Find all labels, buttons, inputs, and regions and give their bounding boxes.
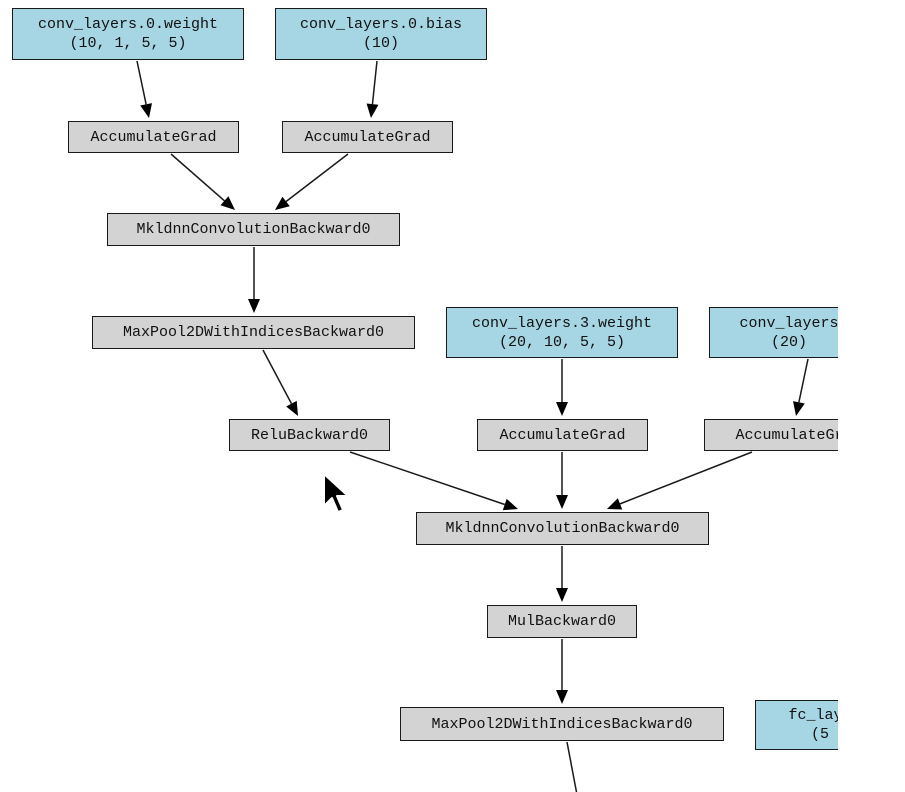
node-label-line: ReluBackward0 — [250, 426, 369, 444]
param-node-fc: fc_laye (5 — [755, 700, 838, 750]
edge-ag1-conv0 — [275, 153, 349, 210]
watermark — [760, 776, 900, 790]
edge-w0-ag0 — [136, 60, 152, 118]
op-node-relu0: ReluBackward0 — [229, 419, 390, 451]
graph-edges — [136, 60, 809, 792]
op-node-ag2: AccumulateGrad — [477, 419, 648, 451]
node-label-line: conv_layers — [739, 314, 838, 332]
arrowhead-icon — [556, 690, 568, 704]
param-node-b0: conv_layers.0.bias (10) — [275, 8, 487, 60]
node-label-line: MkldnnConvolutionBackward0 — [445, 520, 680, 537]
op-node-ag0: AccumulateGrad — [68, 121, 239, 153]
edge-b0-ag1 — [366, 60, 379, 118]
node-label-line: (20) — [770, 333, 807, 351]
edge-pool1-offscreen — [566, 741, 578, 792]
arrowhead-icon — [556, 402, 568, 416]
node-label-line: AccumulateGrad — [90, 128, 217, 146]
op-node-mul0: MulBackward0 — [487, 605, 637, 638]
node-label-line: conv_layers.0.weight — [37, 16, 219, 33]
arrowhead-icon — [556, 495, 568, 509]
op-node-pool0: MaxPool2DWithIndicesBackward0 — [92, 316, 415, 349]
op-node-pool1: MaxPool2DWithIndicesBackward0 — [400, 707, 724, 741]
node-label-line: AccumulateGrad — [304, 128, 431, 146]
autograd-graph: conv_layers.0.weight(10, 1, 5, 5)conv_la… — [12, 8, 838, 792]
arrowhead-icon — [140, 103, 152, 118]
edge-ag3-conv1 — [607, 451, 753, 510]
node-label-line: (20, 10, 5, 5) — [498, 333, 626, 351]
node-label-line: (10) — [362, 35, 399, 52]
arrowhead-icon — [502, 498, 518, 511]
edge-line — [170, 153, 225, 202]
arrowhead-icon — [286, 400, 298, 416]
edge-line — [349, 451, 505, 506]
edge-ag2-conv1 — [556, 452, 568, 509]
node-label-line: fc_laye — [788, 707, 838, 724]
edge-relu0-conv1 — [349, 451, 518, 511]
edge-conv0-pool0 — [248, 247, 260, 313]
edge-mul0-pool1 — [556, 639, 568, 704]
param-node-w3: conv_layers.3.weight(20, 10, 5, 5) — [446, 307, 678, 358]
node-label-line: MkldnnConvolutionBackward0 — [136, 221, 371, 238]
arrowhead-icon — [556, 588, 568, 602]
node-label-line: conv_layers.3.weight — [471, 314, 653, 332]
arrowhead-icon — [275, 196, 290, 210]
edge-pool0-relu0 — [262, 349, 298, 416]
node-label-line: MaxPool2DWithIndicesBackward0 — [122, 324, 385, 341]
edge-conv1-mul0 — [556, 546, 568, 602]
op-node-conv1: MkldnnConvolutionBackward0 — [416, 512, 709, 545]
mouse-cursor-icon — [322, 472, 350, 521]
arrowhead-icon — [220, 196, 235, 210]
node-label-line: (5 — [810, 726, 829, 743]
op-node-ag1: AccumulateGrad — [282, 121, 453, 153]
edge-line — [262, 349, 293, 404]
edge-line — [798, 358, 809, 403]
node-label-line: (10, 1, 5, 5) — [69, 35, 187, 52]
param-node-b3: conv_layers(20) — [709, 307, 838, 358]
edge-line — [285, 153, 349, 203]
arrowhead-icon — [248, 299, 260, 313]
node-label-line: MaxPool2DWithIndicesBackward0 — [431, 715, 693, 733]
edge-line — [136, 60, 147, 105]
arrowhead-icon — [607, 498, 623, 510]
edge-w3-ag2 — [556, 359, 568, 416]
node-label-line: AccumulateGr — [735, 426, 838, 444]
edge-line — [566, 741, 578, 792]
param-node-w0: conv_layers.0.weight (10, 1, 5, 5) — [12, 8, 244, 60]
arrowhead-icon — [793, 401, 805, 416]
op-node-conv0: MkldnnConvolutionBackward0 — [107, 213, 400, 246]
arrowhead-icon — [366, 103, 379, 118]
edge-line — [619, 451, 753, 505]
node-label-line: MulBackward0 — [507, 613, 617, 630]
edge-ag0-conv0 — [170, 153, 235, 210]
edge-line — [371, 60, 378, 105]
edge-b3-ag3 — [793, 358, 809, 416]
node-label-line: conv_layers.0.bias — [299, 16, 463, 33]
op-node-ag3: AccumulateGr — [704, 419, 838, 451]
node-label-line: AccumulateGrad — [499, 426, 626, 444]
